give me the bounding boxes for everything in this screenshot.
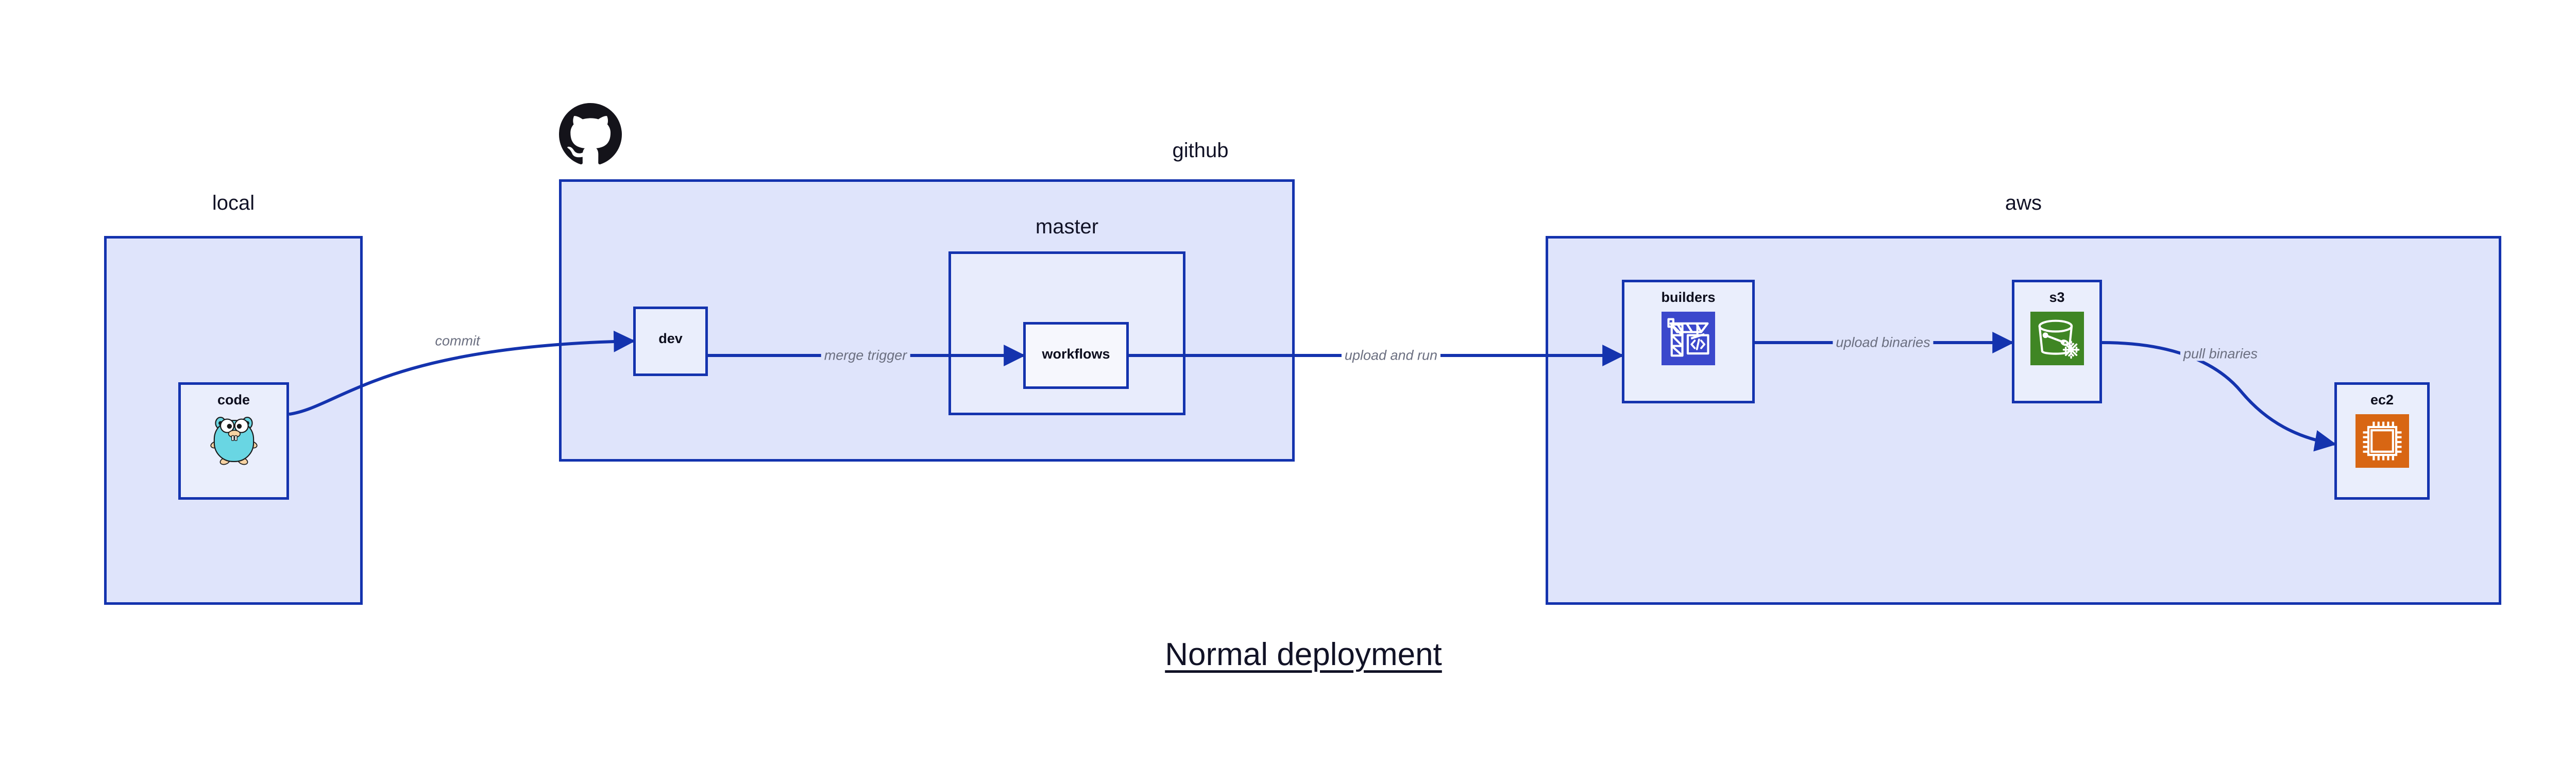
edge-label-pull-binaries: pull binaries [2180, 347, 2261, 361]
edge-label-commit: commit [432, 334, 483, 348]
node-dev-label: dev [658, 331, 683, 346]
edge-label-merge-trigger: merge trigger [821, 348, 910, 363]
node-builders-label: builders [1661, 290, 1716, 305]
node-code-label: code [217, 392, 250, 408]
go-gopher-icon [207, 414, 261, 468]
node-ec2[interactable]: ec2 [2334, 382, 2430, 500]
node-builders[interactable]: builders [1622, 280, 1755, 403]
node-workflows-label: workflows [1042, 346, 1110, 362]
edge-label-upload-and-run: upload and run [1341, 348, 1441, 363]
node-ec2-label: ec2 [2370, 392, 2394, 408]
group-label-master: master [1035, 215, 1099, 238]
aws-ec2-icon [2355, 414, 2409, 468]
edge-label-upload-binaries: upload binaries [1833, 335, 1934, 350]
group-label-github: github [1172, 139, 1229, 162]
group-label-local: local [212, 192, 255, 214]
node-s3-label: s3 [2049, 290, 2065, 305]
node-code[interactable]: code [178, 382, 289, 500]
node-s3[interactable]: s3 [2012, 280, 2102, 403]
group-label-aws: aws [2005, 192, 2042, 214]
node-dev[interactable]: dev [633, 307, 708, 376]
node-workflows[interactable]: workflows [1023, 322, 1129, 389]
aws-codebuild-icon [1662, 312, 1715, 365]
github-octocat-icon [559, 103, 622, 166]
aws-s3-glacier-icon [2030, 312, 2084, 365]
page-title: Normal deployment [1165, 637, 1442, 672]
